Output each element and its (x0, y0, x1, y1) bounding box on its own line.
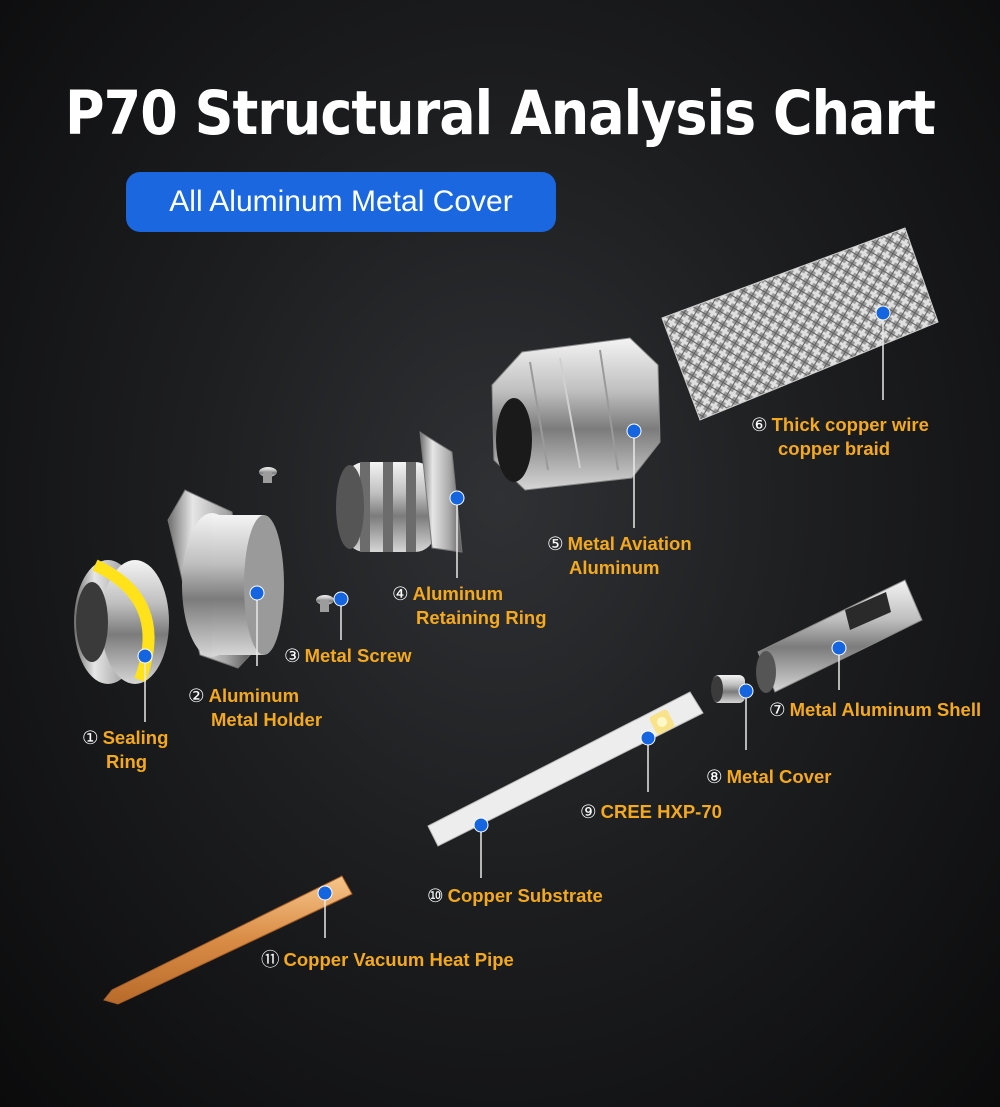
dot-sealing-ring (137, 648, 153, 664)
dot-copper-braid (875, 305, 891, 321)
aviation-aluminum-part (491, 337, 661, 491)
metal-screw-part (316, 595, 334, 612)
page-title: P70 Structural Analysis Chart (65, 78, 936, 149)
callout-dots (137, 305, 891, 901)
metal-screw-top (259, 467, 277, 483)
metal-holder-part (167, 489, 284, 669)
retaining-ring-part (336, 431, 463, 553)
sealing-ring-part (74, 559, 169, 684)
dot-metal-screw (333, 591, 349, 607)
dot-copper-substrate (473, 817, 489, 833)
dot-metal-cover (738, 683, 754, 699)
copper-substrate-part (427, 691, 704, 847)
dot-aluminum-shell (831, 640, 847, 656)
dot-heat-pipe (317, 885, 333, 901)
dot-aviation-aluminum (626, 423, 642, 439)
subtitle-badge: All Aluminum Metal Cover (126, 172, 556, 232)
callout-lines (144, 313, 884, 938)
metal-cover-part (711, 675, 745, 703)
dot-retaining-ring (449, 490, 465, 506)
copper-braid-part (661, 227, 939, 421)
aluminum-shell-part (756, 579, 923, 693)
dot-cree-led (640, 730, 656, 746)
dot-metal-holder (249, 585, 265, 601)
heat-pipe-part (103, 875, 353, 1005)
